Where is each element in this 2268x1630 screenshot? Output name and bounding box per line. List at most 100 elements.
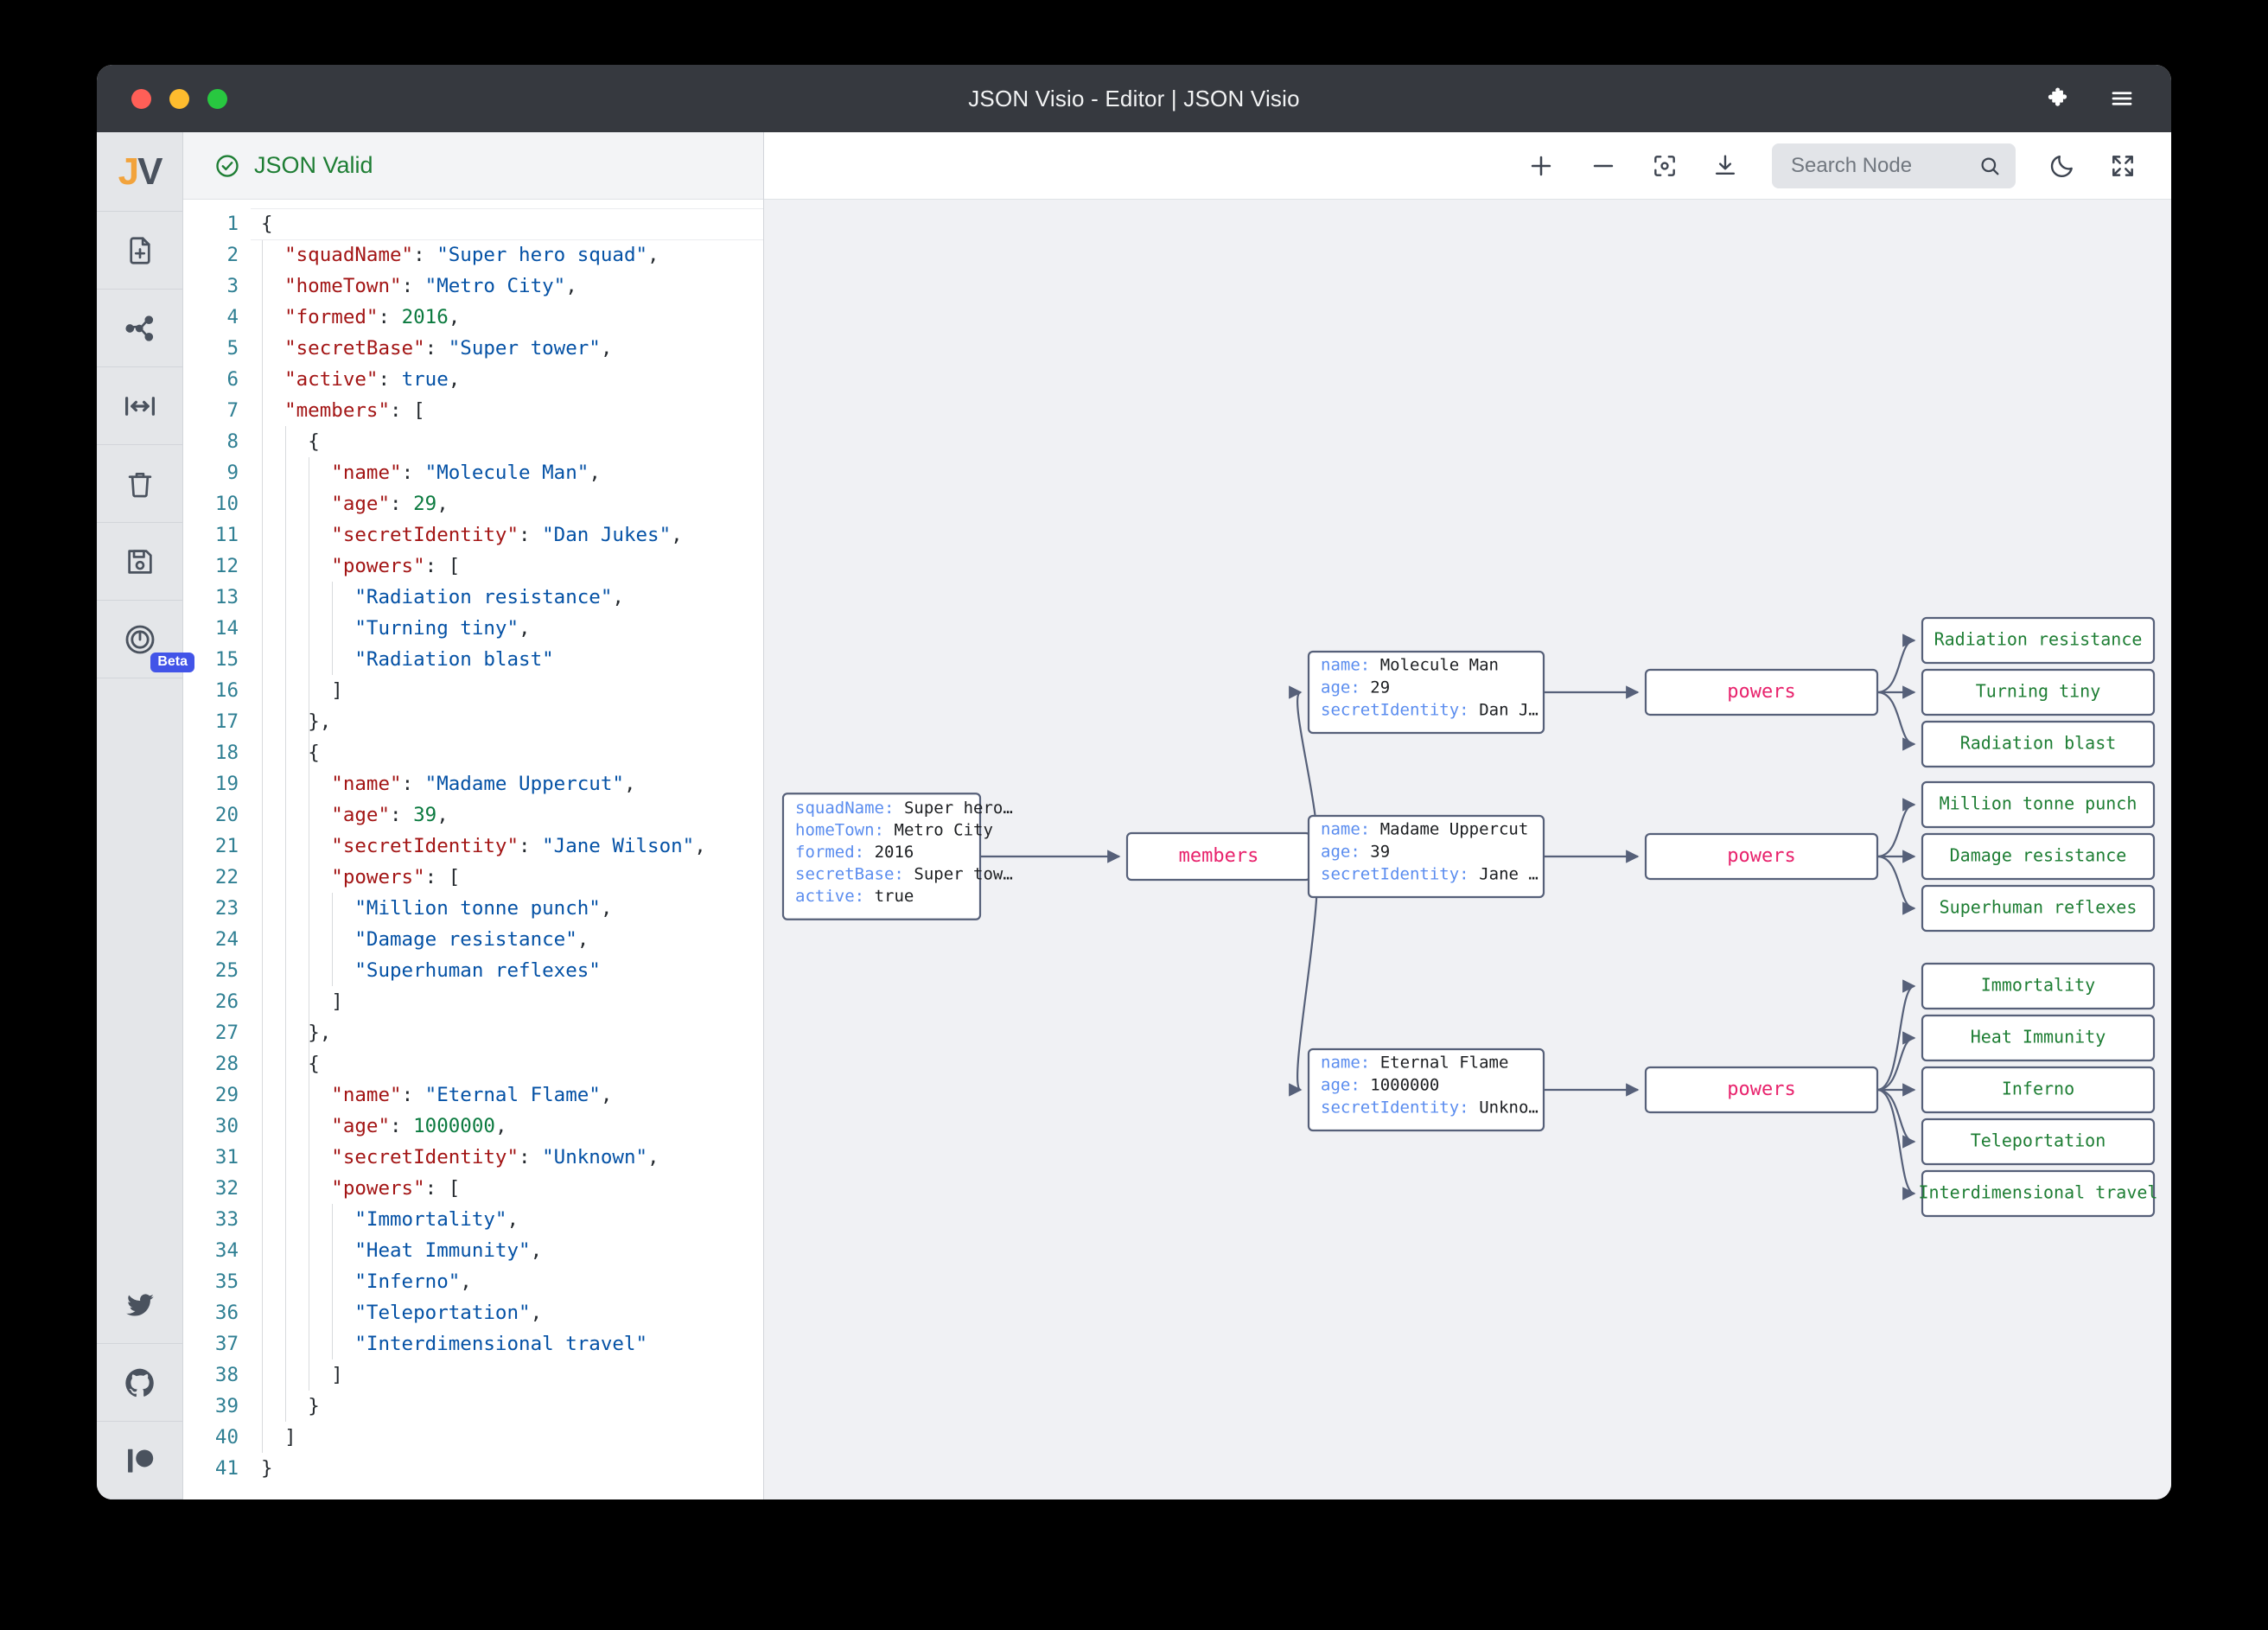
line-number: 22 bbox=[214, 866, 239, 888]
code-line[interactable]: { bbox=[261, 213, 273, 235]
code-line[interactable]: "age": 39, bbox=[331, 804, 449, 826]
code-line[interactable]: "name": "Madame Uppercut", bbox=[331, 773, 636, 795]
code-line[interactable]: "formed": 2016, bbox=[284, 306, 461, 328]
powers-node[interactable] bbox=[1644, 832, 1879, 881]
code-line[interactable]: "Immortality", bbox=[354, 1208, 519, 1231]
power-leaf-node[interactable] bbox=[1921, 780, 2156, 829]
code-line[interactable]: } bbox=[308, 1395, 320, 1417]
code-line[interactable]: ] bbox=[331, 679, 343, 702]
code-line[interactable]: }, bbox=[308, 1022, 332, 1044]
power-leaf-node[interactable] bbox=[1921, 1066, 2156, 1114]
share-graph-icon[interactable] bbox=[97, 290, 182, 367]
line-number: 34 bbox=[214, 1239, 239, 1262]
code-line[interactable]: "powers": [ bbox=[331, 866, 461, 888]
code-line[interactable]: "secretBase": "Super tower", bbox=[284, 337, 613, 360]
powers-node-label: powers bbox=[1727, 681, 1795, 703]
code-line[interactable]: { bbox=[308, 430, 320, 453]
line-number: 4 bbox=[226, 306, 239, 328]
root-node[interactable] bbox=[781, 793, 982, 920]
hamburger-menu-icon[interactable] bbox=[2109, 86, 2135, 111]
code-line[interactable]: "secretIdentity": "Jane Wilson", bbox=[331, 835, 706, 857]
code-line[interactable]: "secretIdentity": "Unknown", bbox=[331, 1146, 659, 1168]
code-line[interactable]: }, bbox=[308, 710, 332, 733]
center-view-icon[interactable] bbox=[1651, 152, 1679, 180]
logo-letter-v: V bbox=[137, 150, 162, 193]
ai-compass-icon[interactable]: Beta bbox=[97, 601, 194, 678]
code-line[interactable]: "active": true, bbox=[284, 368, 461, 391]
check-circle-icon bbox=[214, 153, 240, 179]
code-line[interactable]: "Teleportation", bbox=[354, 1302, 543, 1324]
download-icon[interactable] bbox=[1711, 152, 1739, 180]
puzzle-piece-icon[interactable] bbox=[2043, 86, 2069, 111]
code-line[interactable]: "Million tonne punch", bbox=[354, 897, 613, 920]
code-line[interactable]: "secretIdentity": "Dan Jukes", bbox=[331, 524, 683, 546]
graph-canvas[interactable]: squadName:Super hero…homeTown:Metro City… bbox=[764, 200, 2171, 1499]
power-leaf-node[interactable] bbox=[1921, 1014, 2156, 1062]
power-leaf-node[interactable] bbox=[1921, 720, 2156, 768]
code-line[interactable]: { bbox=[308, 1053, 320, 1075]
power-leaf-node[interactable] bbox=[1921, 1117, 2156, 1166]
member-row-key: name: bbox=[1321, 656, 1370, 675]
code-line[interactable]: "name": "Eternal Flame", bbox=[331, 1084, 613, 1106]
code-line[interactable]: "powers": [ bbox=[331, 555, 461, 577]
code-line[interactable]: "name": "Molecule Man", bbox=[331, 462, 601, 484]
member-node-madame-uppercut[interactable] bbox=[1307, 814, 1545, 899]
code-line[interactable]: "age": 29, bbox=[331, 493, 449, 515]
fullscreen-icon[interactable] bbox=[2109, 152, 2137, 180]
powers-node[interactable] bbox=[1644, 1066, 1879, 1114]
code-content[interactable]: { "squadName": "Super hero squad", "home… bbox=[251, 208, 763, 1499]
powers-node[interactable] bbox=[1644, 668, 1879, 716]
zoom-out-icon[interactable] bbox=[1589, 151, 1618, 181]
new-file-icon[interactable] bbox=[97, 212, 182, 290]
code-line[interactable]: "Interdimensional travel" bbox=[354, 1333, 648, 1355]
code-line[interactable]: ] bbox=[331, 1364, 343, 1386]
code-line[interactable]: "Superhuman reflexes" bbox=[354, 959, 601, 982]
power-leaf-node[interactable] bbox=[1921, 884, 2156, 933]
search-input[interactable] bbox=[1789, 152, 1969, 179]
save-icon[interactable] bbox=[97, 523, 182, 601]
member-row-value: Unkno… bbox=[1479, 1098, 1539, 1117]
line-number: 29 bbox=[214, 1084, 239, 1106]
code-line[interactable]: "Damage resistance", bbox=[354, 928, 589, 951]
code-line[interactable]: ] bbox=[284, 1426, 296, 1449]
minimize-window-button[interactable] bbox=[169, 88, 189, 109]
member-node-eternal-flame[interactable] bbox=[1307, 1047, 1545, 1132]
member-row-value: Molecule Man bbox=[1380, 656, 1499, 675]
line-number: 6 bbox=[226, 368, 239, 391]
search-node-box[interactable] bbox=[1772, 143, 2016, 188]
power-leaf-node[interactable] bbox=[1921, 962, 2156, 1010]
code-line[interactable]: "homeTown": "Metro City", bbox=[284, 275, 577, 297]
code-line[interactable]: { bbox=[308, 742, 320, 764]
code-line[interactable]: "members": [ bbox=[284, 399, 425, 422]
code-line[interactable]: "Radiation resistance", bbox=[354, 586, 624, 608]
member-row-key: secretIdentity: bbox=[1321, 701, 1469, 720]
code-line[interactable]: "squadName": "Super hero squad", bbox=[284, 244, 659, 266]
power-leaf-node[interactable] bbox=[1921, 1169, 2156, 1218]
moon-icon[interactable] bbox=[2048, 152, 2076, 180]
code-line[interactable]: "Radiation blast" bbox=[354, 648, 554, 671]
power-leaf-node[interactable] bbox=[1921, 832, 2156, 881]
patreon-icon[interactable] bbox=[97, 1422, 182, 1499]
expand-width-icon[interactable] bbox=[97, 367, 182, 445]
power-leaf-node[interactable] bbox=[1921, 616, 2156, 665]
zoom-in-icon[interactable] bbox=[1526, 151, 1556, 181]
search-icon[interactable] bbox=[1978, 154, 2002, 178]
trash-icon[interactable] bbox=[97, 445, 182, 523]
github-icon[interactable] bbox=[97, 1344, 182, 1422]
graph-nodes[interactable]: squadName:Super hero…homeTown:Metro City… bbox=[781, 616, 2157, 1218]
code-line[interactable]: "powers": [ bbox=[331, 1177, 461, 1200]
code-line[interactable]: ] bbox=[331, 990, 343, 1013]
code-line[interactable]: "age": 1000000, bbox=[331, 1115, 507, 1137]
member-node-molecule-man[interactable] bbox=[1307, 650, 1545, 735]
twitter-icon[interactable] bbox=[97, 1266, 182, 1344]
graph-svg[interactable]: squadName:Super hero…homeTown:Metro City… bbox=[764, 200, 2169, 1499]
code-line[interactable]: "Inferno", bbox=[354, 1270, 472, 1293]
close-window-button[interactable] bbox=[131, 88, 151, 109]
power-leaf-node[interactable] bbox=[1921, 668, 2156, 716]
code-line[interactable]: "Heat Immunity", bbox=[354, 1239, 543, 1262]
code-line[interactable]: } bbox=[261, 1457, 273, 1480]
maximize-window-button[interactable] bbox=[207, 88, 227, 109]
code-line[interactable]: "Turning tiny", bbox=[354, 617, 531, 640]
